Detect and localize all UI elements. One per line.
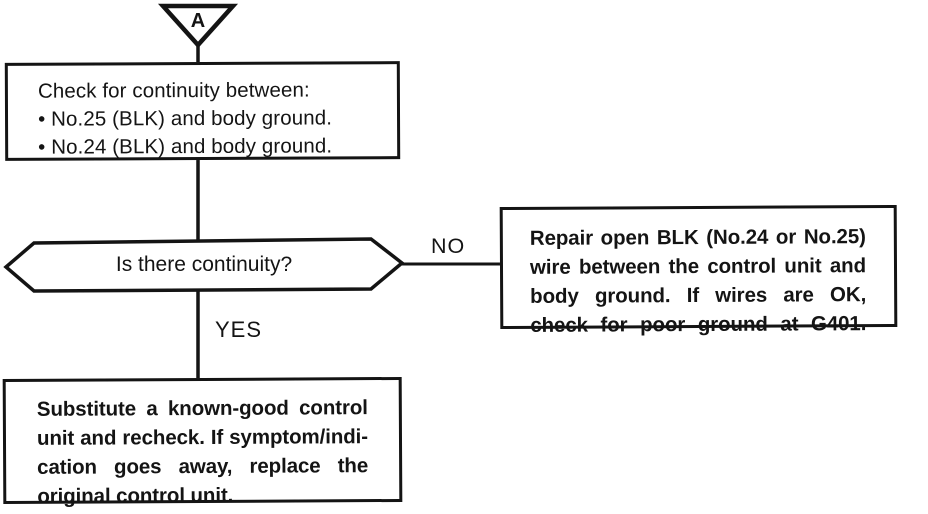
branch-label-no: NO bbox=[431, 234, 466, 258]
substitute-line: original control unit. bbox=[37, 483, 234, 508]
repair-wire-line: body ground. If wires are OK, bbox=[530, 283, 867, 308]
repair-wire-line: Repair open BLK (No.24 or No.25) bbox=[529, 225, 866, 250]
substitute-control-unit-box: Substitute a known-good control unit and… bbox=[2, 376, 403, 508]
substitute-line: cation goes away, replace the bbox=[37, 454, 369, 479]
check-continuity-line: • No.24 (BLK) and body ground. bbox=[38, 134, 333, 159]
connector-a-label: A bbox=[190, 10, 206, 32]
branch-label-yes: YES bbox=[215, 317, 263, 342]
repair-wire-line: check for poor ground at G401. bbox=[530, 312, 867, 337]
substitute-line: unit and recheck. If symptom/indi- bbox=[36, 425, 369, 450]
check-continuity-line: • No.25 (BLK) and body ground. bbox=[37, 106, 333, 131]
decision-label: Is there continuity? bbox=[115, 253, 293, 276]
check-continuity-box: Check for continuity between: • No.25 (B… bbox=[4, 61, 401, 161]
check-continuity-line: Check for continuity between: bbox=[37, 78, 310, 103]
connector-a-triangle-icon bbox=[157, 3, 239, 49]
repair-wire-box: Repair open BLK (No.24 or No.25) wire be… bbox=[499, 204, 898, 337]
repair-wire-line: wire between the control unit and bbox=[529, 254, 867, 279]
substitute-line: Substitute a known-good control bbox=[36, 396, 368, 421]
